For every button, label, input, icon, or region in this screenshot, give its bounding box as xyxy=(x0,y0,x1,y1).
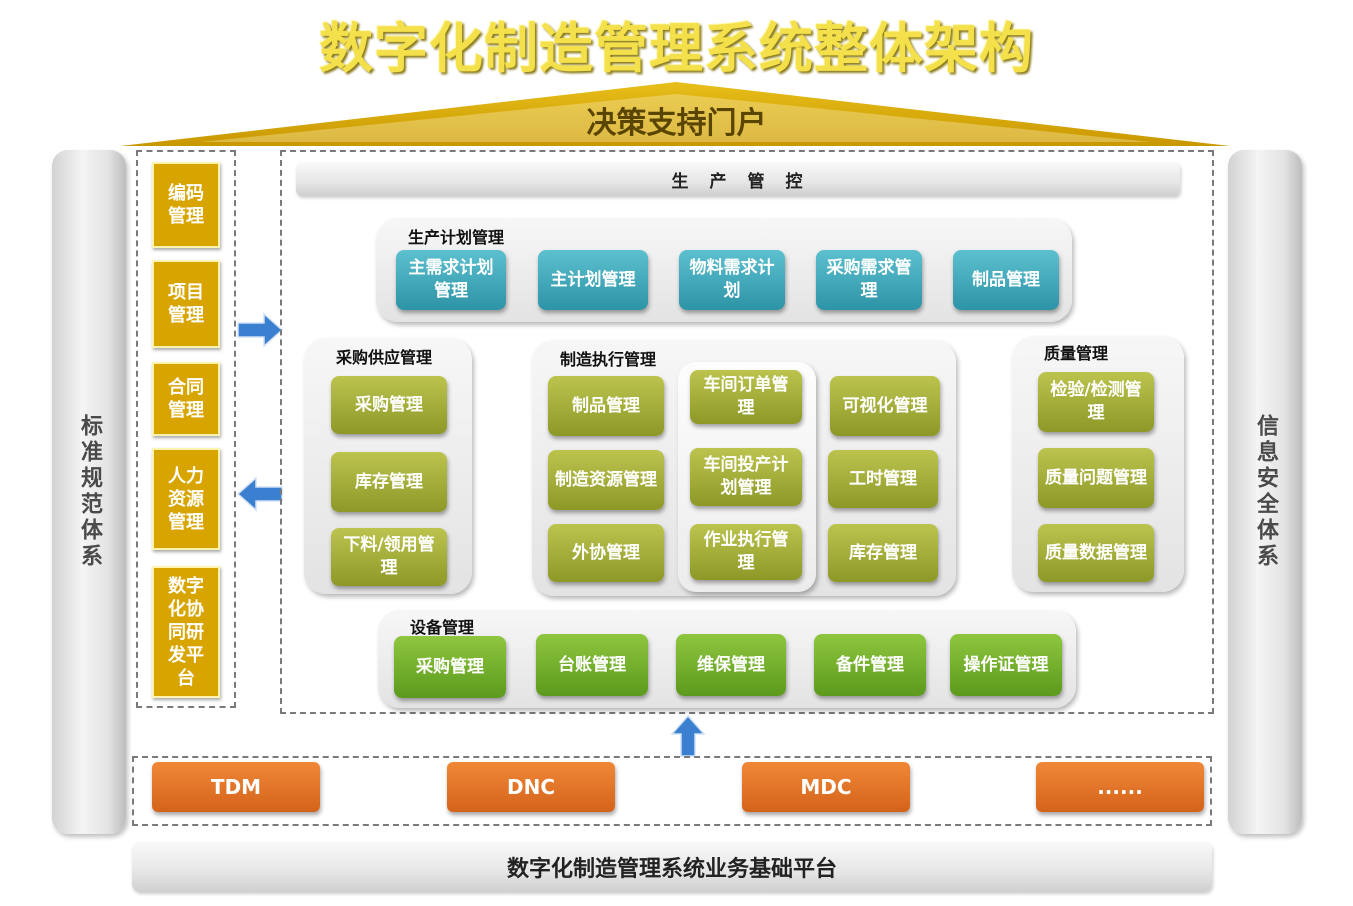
quality-item-1: 检验/检测管理 xyxy=(1038,372,1154,432)
arrow-right-icon xyxy=(237,312,284,348)
module-rd-platform: 数字化协同研发平台 xyxy=(152,566,220,698)
planning-item-3: 物料需求计划 xyxy=(679,250,785,310)
left-module-group xyxy=(136,150,236,708)
equipment-item-2: 台账管理 xyxy=(536,634,648,696)
planning-item-2: 主计划管理 xyxy=(538,250,648,310)
equipment-item-5: 操作证管理 xyxy=(950,634,1062,696)
procurement-item-1: 采购管理 xyxy=(331,376,447,434)
planning-item-1: 主需求计划管理 xyxy=(396,250,506,310)
standards-pillar: 标准规范体系 xyxy=(52,150,126,834)
foundation-platform: 数字化制造管理系统业务基础平台 xyxy=(132,842,1212,892)
security-pillar: 信息安全体系 xyxy=(1228,150,1302,834)
module-project: 项目管理 xyxy=(152,260,220,348)
procurement-title: 采购供应管理 xyxy=(336,348,433,367)
execution-col2-item-2: 车间投产计划管理 xyxy=(690,448,802,506)
production-control-area xyxy=(280,150,1214,714)
execution-col1-item-3: 外协管理 xyxy=(548,524,664,582)
procurement-item-3: 下料/领用管理 xyxy=(331,528,447,586)
module-coding: 编码管理 xyxy=(152,162,220,248)
diagram-title: 数字化制造管理系统整体架构 xyxy=(319,17,1034,80)
arrow-up-icon xyxy=(670,714,706,757)
procurement-item-2: 库存管理 xyxy=(331,452,447,512)
arrow-left-icon xyxy=(236,476,283,512)
module-hr: 人力资源管理 xyxy=(152,448,220,550)
execution-col2-item-3: 作业执行管理 xyxy=(690,524,802,580)
equipment-item-4: 备件管理 xyxy=(814,634,926,696)
quality-title: 质量管理 xyxy=(1044,344,1109,363)
security-pillar-label: 信息安全体系 xyxy=(1253,414,1278,570)
standards-pillar-label: 标准规范体系 xyxy=(77,414,102,570)
execution-col3-item-3: 库存管理 xyxy=(828,524,938,582)
roof-shape xyxy=(120,82,1230,146)
equipment-item-3: 维保管理 xyxy=(676,634,786,696)
execution-col3-item-2: 工时管理 xyxy=(828,450,938,508)
execution-col1-item-1: 制品管理 xyxy=(548,376,664,436)
planning-item-5: 制品管理 xyxy=(953,250,1059,310)
system-more: ...... xyxy=(1036,762,1204,812)
system-mdc: MDC xyxy=(742,762,910,812)
execution-col1-item-2: 制造资源管理 xyxy=(548,450,664,510)
system-tdm: TDM xyxy=(152,762,320,812)
module-contract: 合同管理 xyxy=(152,362,220,436)
execution-title: 制造执行管理 xyxy=(560,350,657,369)
systems-area xyxy=(132,756,1212,826)
production-control-header: 生 产 管 控 xyxy=(296,162,1180,196)
planning-title: 生产计划管理 xyxy=(408,228,505,247)
decision-portal-label: 决策支持门户 xyxy=(586,106,767,141)
equipment-item-1: 采购管理 xyxy=(394,636,506,698)
execution-col3-item-1: 可视化管理 xyxy=(830,376,940,436)
quality-item-3: 质量数据管理 xyxy=(1038,524,1154,582)
equipment-title: 设备管理 xyxy=(410,618,475,637)
system-dnc: DNC xyxy=(447,762,615,812)
planning-item-4: 采购需求管理 xyxy=(816,250,922,310)
execution-col2-item-1: 车间订单管理 xyxy=(690,370,802,424)
quality-item-2: 质量问题管理 xyxy=(1038,448,1154,508)
